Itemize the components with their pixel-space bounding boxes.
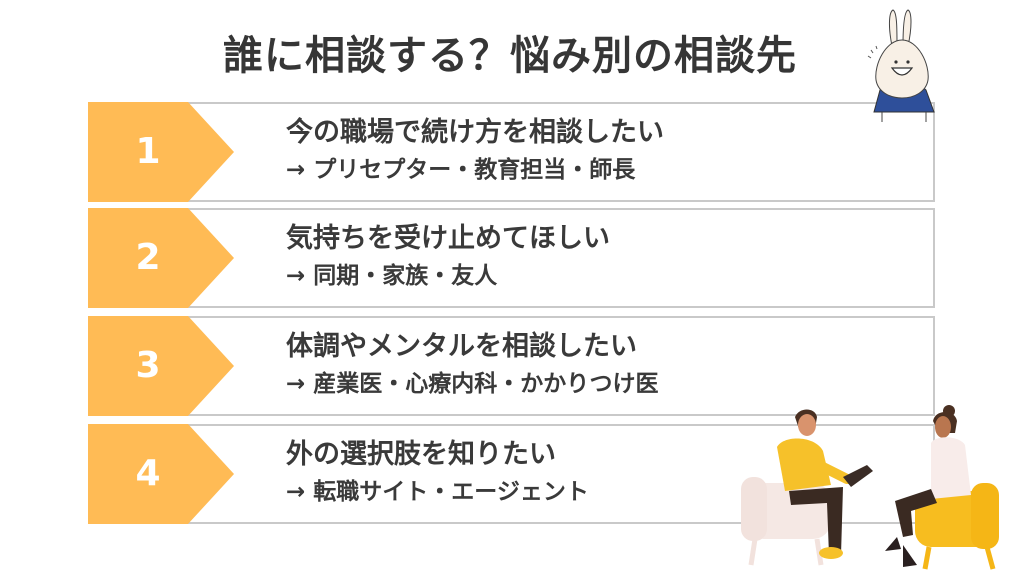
counseling-session-illustration [741, 405, 999, 570]
page-title: 誰に相談する？悩み別の相談先 [223, 33, 797, 79]
row-text: 今の職場で続け方を相談したい → プリセプター・教育担当・師長 [286, 114, 664, 188]
consultation-row-3: 3 体調やメンタルを相談したい → 産業医・心療内科・かかりつけ医 [88, 316, 935, 416]
contacts-label: → 転職サイト・エージェント [286, 479, 589, 505]
concern-label: 体調やメンタルを相談したい [286, 331, 637, 362]
row-text: 体調やメンタルを相談したい → 産業医・心療内科・かかりつけ医 [286, 328, 659, 402]
consultation-row-2: 2 気持ちを受け止めてほしい → 同期・家族・友人 [88, 208, 935, 308]
rabbit-mascot-icon [867, 9, 935, 122]
contacts-label: → 同期・家族・友人 [286, 263, 498, 289]
contacts-label: → プリセプター・教育担当・師長 [286, 157, 636, 183]
concern-label: 外の選択肢を知りたい [286, 439, 556, 470]
concern-label: 気持ちを受け止めてほしい [286, 223, 610, 254]
armchair-right [915, 483, 999, 570]
concern-label: 今の職場で続け方を相談したい [286, 117, 664, 148]
row-number: 1 [135, 131, 161, 172]
row-text: 気持ちを受け止めてほしい → 同期・家族・友人 [286, 220, 610, 294]
consultation-row-1: 1 今の職場で続け方を相談したい → プリセプター・教育担当・師長 [88, 102, 935, 202]
man-figure [777, 409, 873, 559]
row-number: 2 [135, 237, 161, 278]
row-number: 3 [135, 345, 161, 386]
row-text: 外の選択肢を知りたい → 転職サイト・エージェント [286, 436, 589, 510]
woman-figure [885, 405, 971, 567]
contacts-label: → 産業医・心療内科・かかりつけ医 [286, 371, 659, 397]
row-number: 4 [135, 453, 161, 494]
